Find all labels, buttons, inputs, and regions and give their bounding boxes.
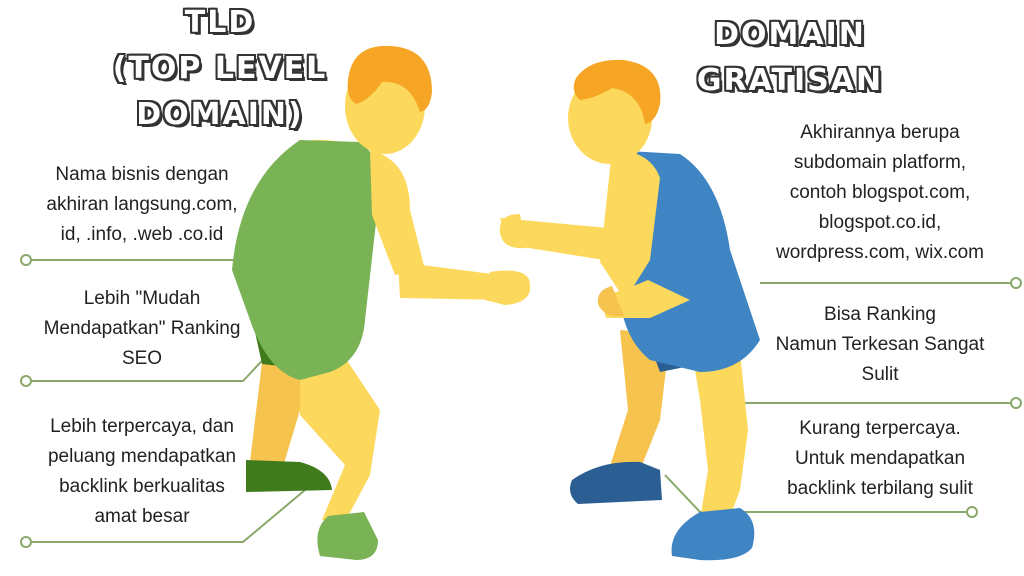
tld-point-3: Lebih terpercaya, dan peluang mendapatka… [22, 412, 262, 532]
title-line: DOMAIN) [136, 97, 304, 132]
note-line: Sulit [861, 364, 899, 385]
tld-point-1: Nama bisnis dengan akhiran langsung.com,… [22, 160, 262, 250]
note-line: blogspot.co.id, [818, 212, 942, 233]
note-line: Nama bisnis dengan [55, 164, 229, 185]
connector-dot [20, 375, 32, 387]
title-tld: TLD (TOP LEVEL DOMAIN) [60, 0, 380, 138]
tld-point-2: Lebih "Mudah Mendapatkan" Ranking SEO [22, 284, 262, 374]
connector-dot [1010, 397, 1022, 409]
note-line: wordpress.com, wix.com [776, 242, 984, 263]
connector-dot [20, 254, 32, 266]
gratisan-point-3: Kurang terpercaya. Untuk mendapatkan bac… [760, 414, 1000, 504]
note-line: contoh blogspot.com, [789, 182, 971, 203]
note-line: Lebih terpercaya, dan [50, 416, 234, 437]
note-line: Namun Terkesan Sangat [775, 334, 985, 355]
connector-dot [966, 506, 978, 518]
note-line: Untuk mendapatkan [794, 448, 966, 469]
note-line: subdomain platform, [793, 152, 967, 173]
note-line: backlink terbilang sulit [787, 478, 973, 499]
connector-dot [1010, 277, 1022, 289]
note-line: peluang mendapatkan [47, 446, 237, 467]
title-line: DOMAIN [714, 17, 866, 52]
note-line: amat besar [94, 506, 190, 527]
note-line: Mendapatkan" Ranking [43, 318, 241, 339]
note-line: Kurang terpercaya. [799, 418, 961, 439]
left-wrestler [232, 45, 531, 560]
gratisan-point-1: Akhirannya berupa subdomain platform, co… [760, 118, 1000, 268]
connector-left-3 [26, 489, 306, 543]
title-line: (TOP LEVEL [112, 51, 328, 86]
note-line: Akhirannya berupa [800, 122, 960, 143]
note-line: SEO [121, 348, 163, 369]
title-line: GRATISAN [696, 63, 884, 98]
note-line: Bisa Ranking [824, 304, 936, 325]
note-line: id, .info, .web .co.id [60, 224, 224, 245]
title-line: TLD [184, 5, 256, 40]
note-line: Lebih "Mudah [83, 288, 201, 309]
gratisan-point-2: Bisa Ranking Namun Terkesan Sangat Sulit [760, 300, 1000, 390]
connector-dot [20, 536, 32, 548]
note-line: akhiran langsung.com, [46, 194, 238, 215]
right-wrestler [499, 59, 760, 561]
title-domain-gratisan: DOMAIN GRATISAN [660, 12, 920, 104]
note-line: backlink berkualitas [59, 476, 225, 497]
